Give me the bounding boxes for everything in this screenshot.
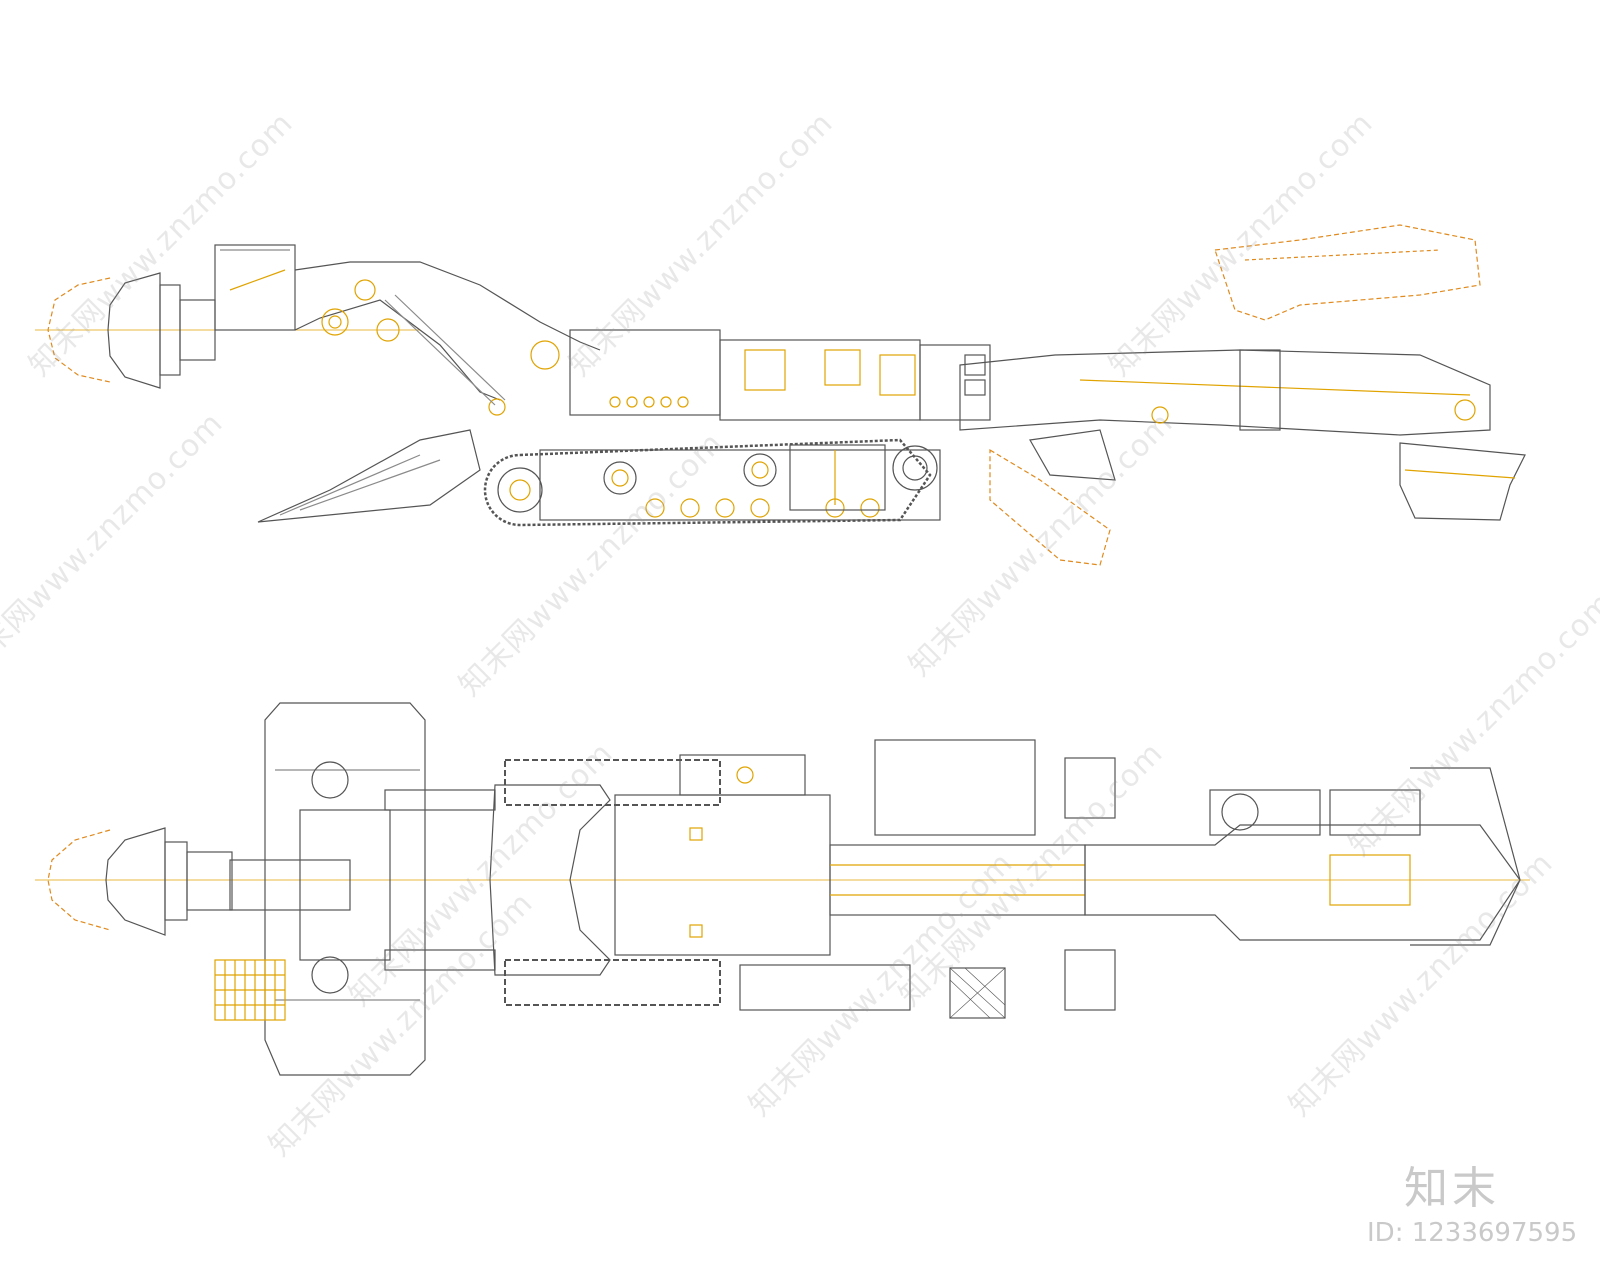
brand-logo: 知末 — [1404, 1163, 1500, 1214]
side-tail-chute — [1399, 442, 1526, 521]
plan-oil-tank — [874, 739, 1036, 836]
plan-view — [35, 702, 1530, 1076]
plan-tail-end — [1410, 767, 1521, 946]
plan-track-right — [504, 959, 721, 1006]
side-boom-pivot-a — [321, 308, 349, 336]
plan-gathering-frame — [264, 702, 426, 1076]
side-boom-arm — [294, 261, 601, 351]
side-tail-pivot — [1454, 399, 1476, 421]
plan-hatched-panel — [949, 967, 1006, 1019]
side-track-frame — [539, 449, 941, 521]
side-boom-pivot-b — [354, 279, 376, 301]
side-track-wheel-1 — [497, 467, 543, 513]
plan-pump-unit — [679, 754, 806, 796]
plan-electric-box — [739, 964, 911, 1011]
side-valve-row — [609, 396, 689, 408]
plan-gathering-center — [299, 809, 391, 961]
side-roller-row — [645, 498, 880, 518]
side-raised-tail-outline — [1214, 224, 1481, 321]
side-drive-sprocket — [892, 445, 938, 491]
side-elevation-view — [35, 224, 1526, 566]
plan-main-deck — [614, 794, 831, 956]
side-track-wheel-2 — [603, 461, 637, 495]
plan-main-body — [489, 784, 611, 976]
side-electrical-cabinet — [719, 339, 921, 421]
side-stabilizer-leg — [989, 448, 1111, 566]
side-main-body — [569, 329, 721, 416]
side-boom-frame — [214, 244, 296, 331]
plan-track-left — [504, 759, 721, 806]
side-rear-conveyor — [959, 349, 1491, 436]
plan-cutter-head — [105, 827, 166, 936]
side-cutterhead-outline — [47, 277, 111, 383]
plan-gathering-star-lower — [311, 956, 349, 994]
side-motor-housing — [789, 444, 886, 511]
image-id-label: ID: 1233697595 — [1367, 1218, 1578, 1248]
plan-rear-conveyor — [1084, 824, 1521, 941]
side-tail-hopper — [1239, 349, 1281, 431]
plan-stabilizer-upper — [1064, 757, 1116, 819]
side-loading-apron — [257, 429, 481, 523]
side-boom-pivot-c — [376, 318, 400, 342]
side-boom-pivot-e — [530, 340, 560, 370]
plan-cutterhead-outline — [47, 829, 111, 931]
plan-gathering-star-upper — [311, 761, 349, 799]
side-track-wheel-3 — [743, 453, 777, 487]
side-crawler-track — [483, 438, 932, 527]
side-boom-pivot-d — [488, 398, 506, 416]
side-cutter-head — [107, 272, 161, 389]
plan-stabilizer-lower — [1064, 949, 1116, 1011]
plan-tail-motor — [1209, 789, 1321, 836]
